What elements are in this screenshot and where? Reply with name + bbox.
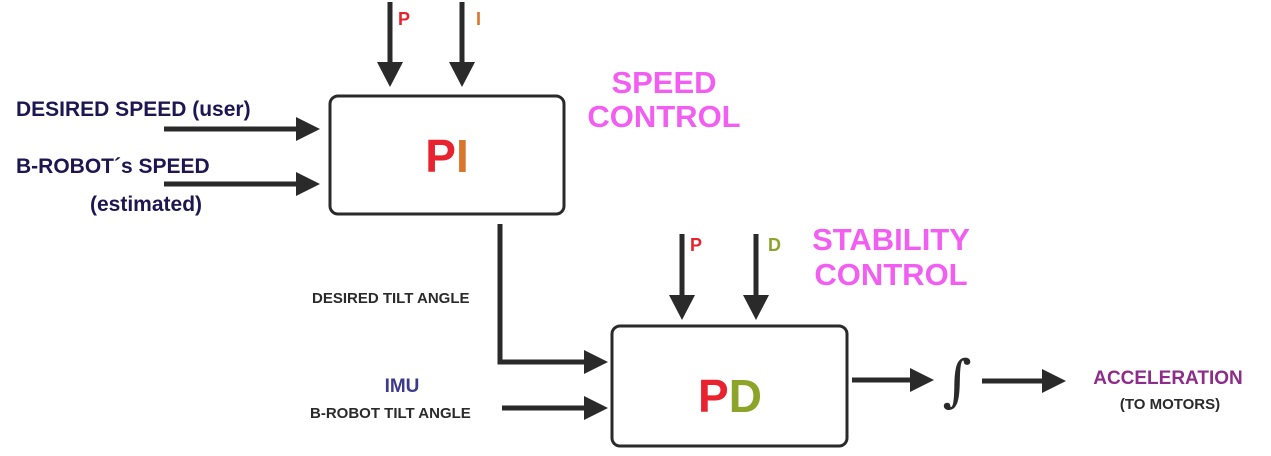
pd-d-param-arrowhead <box>743 295 769 320</box>
pi-controller-block <box>328 94 566 216</box>
stability-control-title-line1: STABILITY <box>812 222 970 257</box>
robot-speed-arrowhead <box>296 172 320 196</box>
pd-param-p-label: P <box>690 235 702 255</box>
robot-tilt-arrowhead <box>584 396 608 420</box>
pd-param-d-label: D <box>768 235 781 255</box>
robot-tilt-angle-label: B-ROBOT TILT ANGLE <box>310 405 471 422</box>
imu-label: IMU <box>385 376 420 397</box>
pi-p-param-arrowhead <box>377 62 403 87</box>
pi-param-p-label: P <box>398 9 410 29</box>
desired-speed-arrowhead <box>296 117 320 141</box>
speed-control-title-line1: SPEED <box>611 65 716 100</box>
robot-speed-input-label: B-ROBOT´s SPEED <box>16 155 210 178</box>
pd-p-param-arrowhead <box>669 295 695 320</box>
robot-speed-estimated-label: (estimated) <box>90 193 202 216</box>
pd-block-label-d: D <box>729 370 762 422</box>
pi-block-label-i: I <box>456 130 469 182</box>
to-motors-label: (TO MOTORS) <box>1120 396 1220 413</box>
pi-i-param-arrowhead <box>449 62 475 87</box>
desired-tilt-arrowhead <box>584 350 608 374</box>
pd-block-label: PD <box>698 370 762 422</box>
speed-control-title-line2: CONTROL <box>587 99 740 134</box>
stability-control-title-line2: CONTROL <box>814 257 967 292</box>
pi-block-label-p: P <box>425 130 456 182</box>
pd-controller-block <box>610 324 849 448</box>
pi-block-label: PI <box>425 130 468 182</box>
integrator-symbol: ∫ <box>942 349 971 414</box>
desired-tilt-connector <box>497 224 586 365</box>
pd-output-arrowhead <box>910 368 934 392</box>
pi-param-i-label: I <box>476 9 481 29</box>
desired-tilt-angle-label: DESIRED TILT ANGLE <box>312 290 470 307</box>
pd-block-label-p: P <box>698 370 729 422</box>
accel-output-arrowhead <box>1042 369 1066 393</box>
acceleration-label: ACCELERATION <box>1093 368 1243 389</box>
desired-speed-input-label: DESIRED SPEED (user) <box>16 98 251 121</box>
